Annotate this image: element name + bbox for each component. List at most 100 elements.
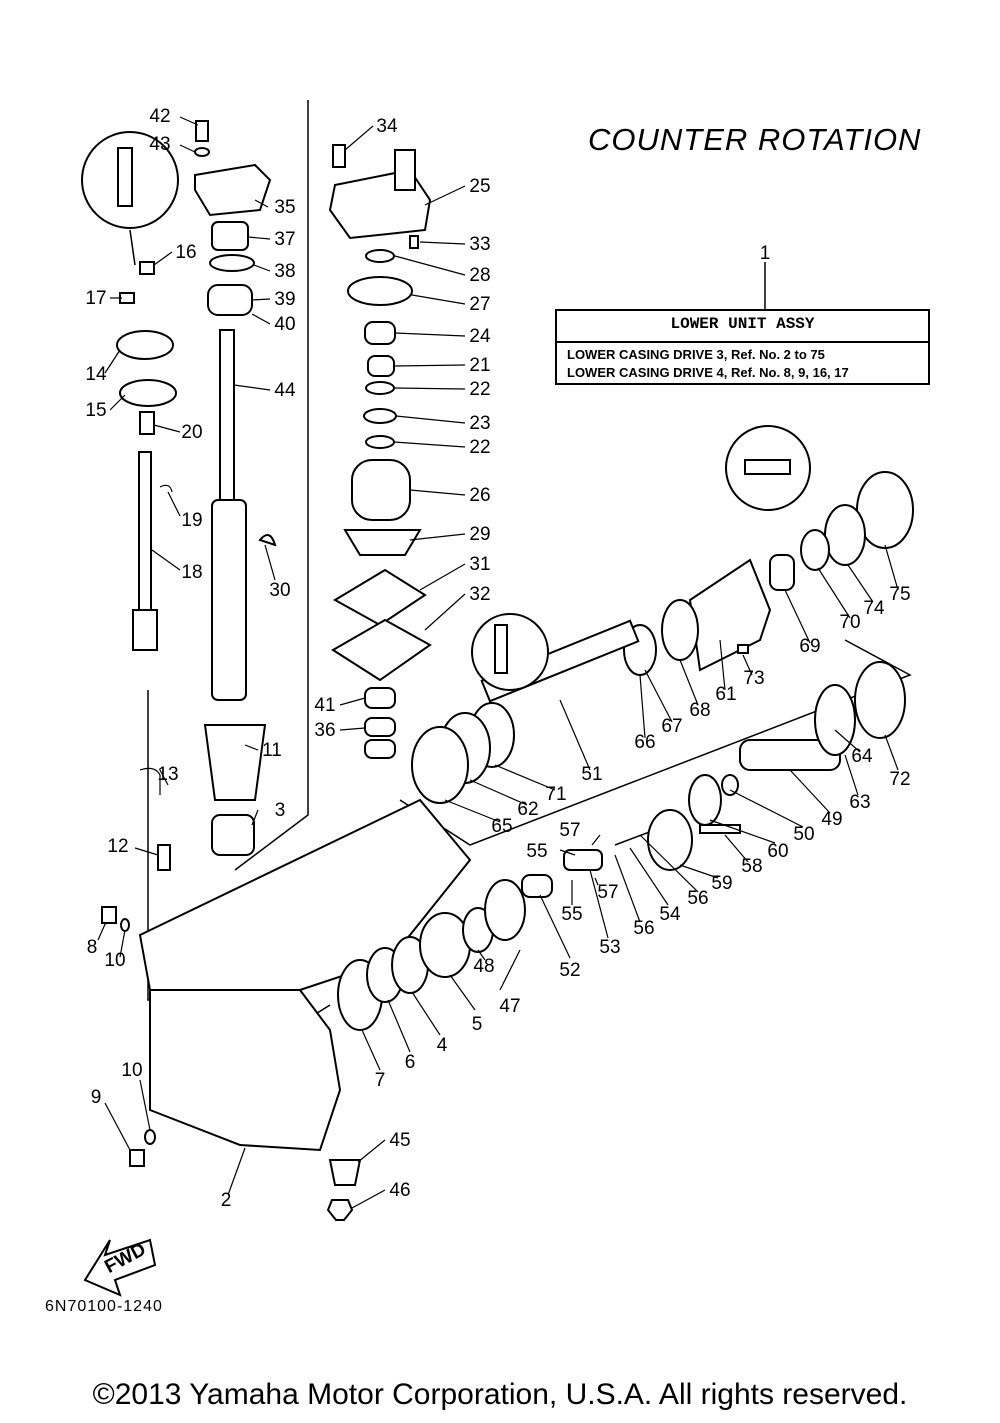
callout: 47 (499, 996, 520, 1017)
copyright-notice: ©2013 Yamaha Motor Corporation, U.S.A. A… (92, 1378, 908, 1411)
callout: 66 (634, 732, 655, 753)
callout: 55 (561, 904, 582, 925)
part-46-nut (326, 1199, 354, 1221)
callout: 26 (469, 485, 490, 506)
callout: 32 (469, 584, 490, 605)
callout: 46 (389, 1180, 410, 1201)
part-60-spring (688, 774, 722, 826)
part-30-drive-shaft-lower (211, 499, 247, 701)
part-38-shim (209, 254, 255, 272)
callout: 2 (221, 1190, 232, 1211)
callout: 65 (491, 816, 512, 837)
callout: 21 (469, 355, 490, 376)
callout: 30 (269, 580, 290, 601)
callout: 16 (175, 242, 196, 263)
part-29-impeller (343, 529, 422, 556)
part-28-o-ring (365, 249, 395, 263)
callout: 29 (469, 524, 490, 545)
part-26-liner (351, 459, 411, 521)
callout: 15 (85, 400, 106, 421)
part-69-bearing (769, 554, 795, 591)
assembly-line-2: LOWER CASING DRIVE 4, Ref. No. 8, 9, 16,… (567, 365, 849, 380)
callout: 51 (581, 764, 602, 785)
part-39-seal (207, 284, 253, 316)
part-19-clip (159, 484, 173, 493)
part-47-forward-gear (484, 879, 526, 941)
callout: 58 (741, 856, 762, 877)
callout: 63 (849, 792, 870, 813)
part-42-bolt (195, 120, 209, 142)
callout: 54 (659, 904, 681, 925)
part-32-plate (331, 618, 432, 682)
part-30-key (258, 534, 277, 547)
part-33-pin (409, 235, 419, 249)
part-72-shim (854, 661, 906, 739)
callout: 56 (687, 888, 708, 909)
callout: 38 (274, 261, 295, 282)
callout-1: 1 (760, 243, 771, 264)
part-61-bearing-housing (688, 558, 772, 672)
callout: 37 (274, 229, 295, 250)
shift-pin-detail (117, 147, 133, 207)
part-11-sleeve (203, 724, 267, 801)
diagram-title: COUNTER ROTATION (588, 122, 922, 157)
callout: 71 (545, 784, 566, 805)
callout: 10 (121, 1060, 142, 1081)
callout: 8 (87, 937, 98, 958)
callout: 7 (375, 1070, 386, 1091)
callout: 44 (274, 380, 296, 401)
callout: 9 (91, 1087, 102, 1108)
callout: 35 (274, 197, 295, 218)
part-14-housing (116, 330, 174, 360)
part-31-gasket (333, 568, 427, 627)
callout: 40 (274, 314, 295, 335)
part-24-insert (364, 321, 396, 345)
part-10-washer-b (144, 1129, 156, 1145)
part-18-shift-rod (138, 451, 152, 613)
part-35-oil-seal-housing (194, 163, 272, 217)
part-27-o-ring (347, 276, 413, 306)
callout: 48 (473, 956, 494, 977)
part-34-bolt (332, 144, 346, 168)
callout: 43 (149, 134, 170, 155)
callout: 27 (469, 294, 490, 315)
part-36-bush-b (364, 739, 396, 759)
part-23-spacer (363, 408, 397, 424)
callout: 13 (157, 764, 178, 785)
callout: 75 (889, 584, 910, 605)
shift-rod-end (132, 609, 158, 651)
callout: 19 (181, 510, 202, 531)
part-43-washer (194, 147, 210, 157)
callout: 14 (85, 364, 107, 385)
part-45-pinion (328, 1159, 362, 1186)
part-8-screw (101, 906, 117, 924)
callout: 12 (107, 836, 128, 857)
part-5-bearing (419, 912, 471, 978)
callout: 68 (689, 700, 710, 721)
callout: 61 (715, 684, 736, 705)
callout: 31 (469, 554, 490, 575)
part-58-pin (699, 824, 741, 834)
callout: 23 (469, 413, 490, 434)
callout-numbers: 1 42 43 35 37 38 39 40 44 34 25 33 28 27… (85, 106, 910, 1211)
callout: 41 (314, 695, 335, 716)
callout: 3 (275, 800, 286, 821)
part-44-drive-shaft (219, 329, 235, 501)
housing-pin-detail (744, 459, 791, 475)
assembly-name: LOWER UNIT ASSY (670, 315, 815, 333)
part-21-seal (367, 355, 395, 377)
part-10-washer-a (120, 918, 130, 932)
part-17-bolt (119, 292, 135, 304)
callout: 22 (469, 437, 490, 458)
callout: 59 (711, 873, 732, 894)
callout: 22 (469, 379, 490, 400)
part-65-washer (411, 726, 469, 804)
callout: 57 (597, 882, 618, 903)
callout: 49 (821, 809, 842, 830)
callout: 18 (181, 562, 202, 583)
part-2-casing-body (149, 989, 342, 1152)
part-74-washer (824, 504, 866, 566)
shaft-group-outline (234, 100, 309, 871)
part-68-o-ring (661, 599, 699, 661)
